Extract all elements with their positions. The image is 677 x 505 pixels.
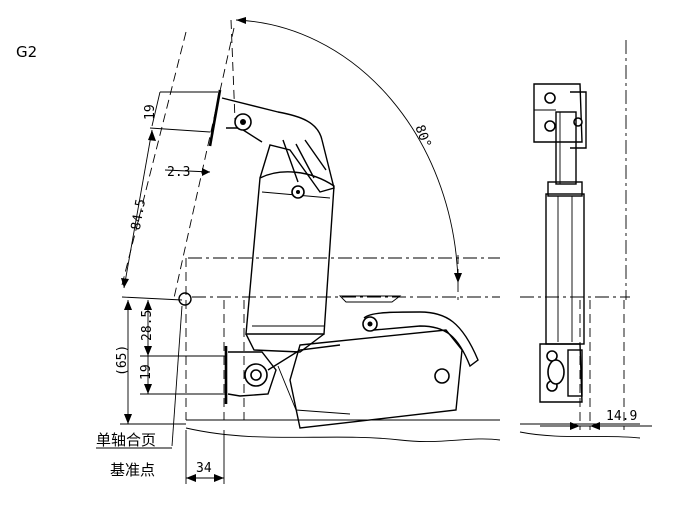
dim-19-bottom-label: 19	[139, 364, 154, 380]
dim-2-3-label: 2.3	[167, 165, 190, 180]
dim-2-3: 2.3	[164, 165, 211, 180]
figure-label: G2	[16, 43, 37, 61]
angle-label: 80°	[411, 123, 433, 150]
dim-65: (65)	[115, 300, 186, 425]
door-lever	[289, 295, 479, 429]
dim-28-5-label: 28.5	[140, 310, 155, 341]
dim-28-5: 28.5	[140, 300, 226, 357]
upper-hinge-arm	[208, 89, 335, 193]
dim-19-top-label: 19	[143, 104, 158, 120]
dim-34: 34	[185, 430, 225, 484]
dim-14-9: 14.9	[540, 409, 652, 430]
label-single-axis-hinge: 单轴合页	[96, 431, 156, 449]
dim-19-bottom: 19	[139, 356, 226, 395]
dim-84-5: 84.5	[121, 129, 156, 289]
dim-19-top: 19	[143, 91, 218, 133]
dim-65-label: (65)	[115, 345, 130, 376]
dim-14-9-label: 14.9	[606, 409, 637, 424]
side-view	[519, 40, 641, 439]
reference-point-circle	[178, 292, 192, 306]
reference-leader	[96, 305, 183, 449]
label-reference-point: 基准点	[110, 461, 155, 479]
lower-hinge	[224, 344, 351, 415]
door-panel	[185, 419, 501, 442]
reference-lines	[121, 19, 500, 420]
dim-84-5-label: 84.5	[129, 198, 149, 231]
dim-34-label: 34	[196, 461, 212, 476]
angle-arc: 80°	[235, 17, 462, 284]
cylinder-body	[245, 171, 335, 353]
